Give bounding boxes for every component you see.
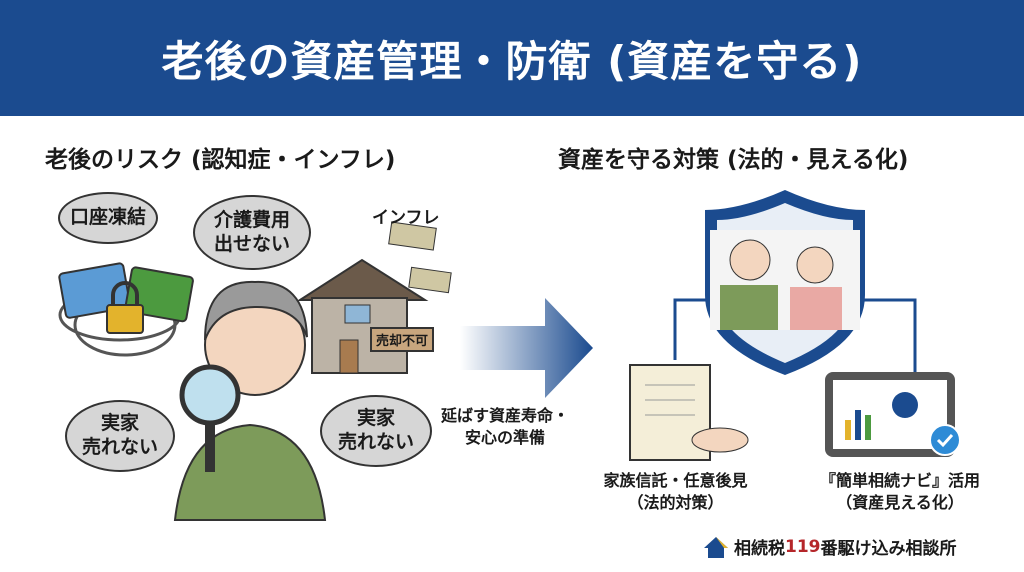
trust-document-icon (629, 364, 749, 461)
left-heading: 老後のリスク (認知症・インフレ) (45, 147, 396, 173)
speech-bubble-house-unsold-left: 実家売れない (65, 400, 175, 472)
tablet-chart-icon (825, 372, 961, 457)
caption-line: （資産見える化） (836, 493, 964, 513)
bubble-text: 実家 (100, 412, 139, 435)
caption-line: 家族信託・任意後見 (603, 471, 748, 490)
bubble-text: 売れない (337, 431, 414, 453)
house-logo-icon (704, 536, 728, 558)
flying-money-icon (388, 221, 452, 294)
speech-bubble-account-freeze: 口座凍結 (58, 192, 158, 244)
brand-number: 119 (785, 536, 821, 557)
bubble-text: 売れない (81, 436, 158, 458)
title-banner: 老後の資産管理・防衛 (資産を守る) (0, 0, 1024, 116)
elderly-person-icon (173, 280, 327, 521)
caption-line: （法的対策） (627, 493, 724, 513)
speech-bubble-care-costs: 介護費用出せない (193, 195, 311, 270)
right-heading: 資産を守る対策 (法的・見える化) (558, 147, 909, 173)
caption-line: 安心の準備 (464, 428, 545, 448)
bubble-text: 介護費用 (213, 208, 290, 231)
arrow-caption: 延ばす資産寿命・安心の準備 (440, 405, 570, 450)
caption-line: 延ばす資産寿命・ (440, 406, 569, 425)
visualization-caption: 『簡単相続ナビ』活用 （資産見える化） (805, 470, 995, 515)
speech-bubble-house-unsold-right: 実家売れない (320, 395, 432, 467)
inflation-label: インフレ (372, 208, 440, 228)
page-title: 老後の資産管理・防衛 (資産を守る) (161, 36, 863, 86)
brand-text: 番駆け込み相談所 (820, 539, 957, 559)
bubble-text: 実家 (356, 407, 395, 430)
legal-measure-caption: 家族信託・任意後見 （法的対策） (588, 470, 763, 515)
handshake-icon (691, 427, 749, 453)
protection-illustration (629, 190, 961, 461)
caption-line: 『簡単相続ナビ』活用 (819, 471, 980, 490)
right-arrow-icon (460, 298, 593, 398)
bubble-text: 口座凍結 (69, 206, 146, 229)
risk-illustration (58, 221, 452, 521)
locked-cards-icon (58, 262, 194, 357)
not-for-sale-sign: 売却不可 (370, 327, 435, 352)
shield-icon (705, 190, 865, 375)
brand-text: 相続税 (734, 539, 785, 559)
check-icon (929, 424, 961, 456)
bubble-text: 出せない (213, 232, 290, 255)
cracked-house-icon (296, 258, 429, 374)
